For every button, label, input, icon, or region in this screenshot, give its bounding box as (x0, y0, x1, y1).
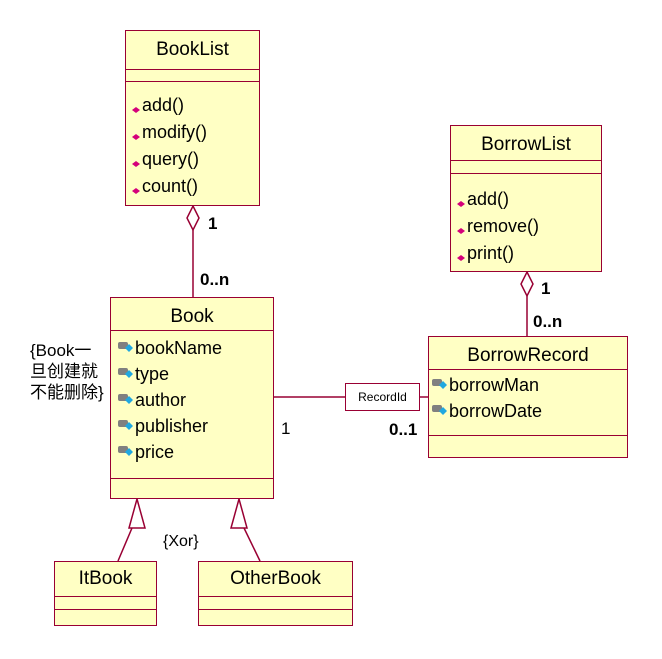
multiplicity-record-assoc: 0..1 (389, 420, 418, 439)
compartment-divider (111, 330, 273, 331)
attribute-label: borrowMan (449, 375, 540, 395)
attribute-icon (117, 417, 134, 434)
attribute-row[interactable]: borrowMan (431, 374, 539, 396)
class-name: BorrowRecord (467, 345, 589, 366)
class-booklist[interactable]: BookList add() modify() query() count() (125, 30, 260, 206)
attribute-row[interactable]: type (117, 363, 169, 385)
operation-icon (457, 244, 466, 261)
class-borrowrecord[interactable]: BorrowRecord borrowMan borrowDate (428, 336, 628, 458)
itbook-generalization[interactable] (117, 527, 133, 562)
attribute-label: publisher (135, 416, 209, 436)
attribute-icon (117, 391, 134, 408)
operation-row[interactable]: remove() (457, 215, 539, 237)
operation-row[interactable]: add() (132, 94, 184, 116)
multiplicity-borrowlist: 1 (541, 279, 551, 298)
class-otherbook[interactable]: OtherBook (198, 561, 353, 626)
operation-row[interactable]: modify() (132, 121, 207, 143)
operation-label: print() (467, 243, 515, 263)
multiplicity-book-assoc: 1 (281, 419, 291, 438)
operation-row[interactable]: print() (457, 242, 514, 264)
qualifier-recordid[interactable]: RecordId (345, 383, 420, 411)
compartment-divider (55, 609, 156, 610)
operation-row[interactable]: add() (457, 188, 509, 210)
compartment-divider (451, 173, 601, 174)
attribute-label: borrowDate (449, 401, 543, 421)
attribute-row[interactable]: price (117, 441, 174, 463)
compartment-divider (199, 596, 352, 597)
operation-icon (132, 96, 141, 113)
attribute-row[interactable]: publisher (117, 415, 208, 437)
operation-icon (132, 123, 141, 140)
multiplicity-borrowrecord: 0..n (533, 312, 563, 331)
compartment-divider (111, 478, 273, 479)
attribute-row[interactable]: borrowDate (431, 400, 542, 422)
operation-label: add() (142, 95, 185, 115)
aggregation-diamond-booklist (186, 204, 200, 232)
class-name: OtherBook (230, 568, 321, 589)
compartment-divider (451, 160, 601, 161)
class-name: Book (170, 306, 214, 327)
attribute-icon (117, 365, 134, 382)
attribute-icon (431, 402, 448, 419)
attribute-label: author (135, 390, 187, 410)
operation-row[interactable]: query() (132, 148, 199, 170)
class-name: BorrowList (481, 134, 571, 155)
operation-icon (132, 177, 141, 194)
operation-icon (132, 150, 141, 167)
attribute-row[interactable]: bookName (117, 337, 222, 359)
operation-icon (457, 217, 466, 234)
attribute-label: bookName (135, 338, 223, 358)
class-book[interactable]: Book bookName type author publisher pric… (110, 297, 274, 499)
operation-icon (457, 190, 466, 207)
compartment-divider (126, 81, 259, 82)
otherbook-generalization[interactable] (243, 527, 261, 562)
operation-label: count() (142, 176, 199, 196)
class-itbook[interactable]: ItBook (54, 561, 157, 626)
compartment-divider (429, 369, 627, 370)
generalization-arrowhead-itbook (128, 496, 146, 529)
multiplicity-booklist: 1 (208, 214, 218, 233)
attribute-label: type (135, 364, 170, 384)
multiplicity-book: 0..n (200, 270, 230, 289)
generalization-arrowhead-otherbook (230, 496, 248, 529)
attribute-row[interactable]: author (117, 389, 186, 411)
attribute-icon (117, 339, 134, 356)
operation-row[interactable]: count() (132, 175, 198, 197)
class-name: BookList (156, 39, 229, 60)
xor-constraint: {Xor} (163, 533, 199, 550)
operation-label: add() (467, 189, 510, 209)
attribute-label: price (135, 442, 175, 462)
constraint-note: {Book一旦创建就不能删除} (30, 341, 104, 402)
class-name: ItBook (78, 568, 133, 589)
attribute-icon (431, 376, 448, 393)
aggregation-diamond-borrowlist (520, 270, 534, 298)
operation-label: remove() (467, 216, 540, 236)
operation-label: modify() (142, 122, 208, 142)
attribute-icon (117, 443, 134, 460)
class-borrowlist[interactable]: BorrowList add() remove() print() (450, 125, 602, 272)
compartment-divider (199, 609, 352, 610)
compartment-divider (126, 69, 259, 70)
compartment-divider (429, 435, 627, 436)
compartment-divider (55, 596, 156, 597)
operation-label: query() (142, 149, 200, 169)
